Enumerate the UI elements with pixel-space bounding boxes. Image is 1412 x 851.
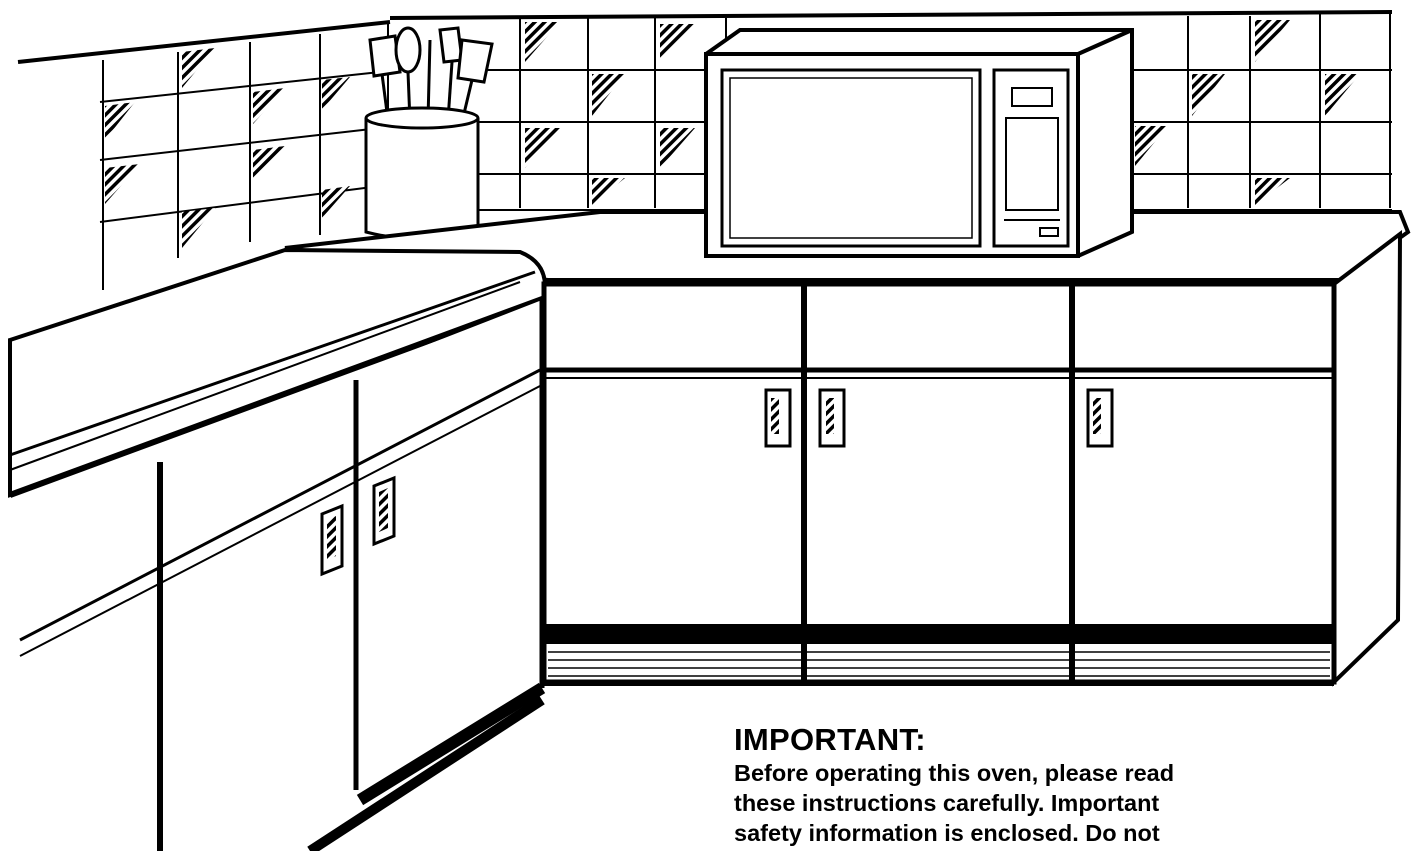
notice-body: Before operating this oven, please read … [734,758,1394,848]
important-notice: IMPORTANT: Before operating this oven, p… [734,722,1394,848]
notice-line: safety information is enclosed. Do not [734,820,1160,846]
base-cabinets-left [16,300,1334,851]
notice-heading: IMPORTANT: [734,722,926,757]
base-cabinets-right [541,229,1403,687]
microwave-oven [704,28,1134,258]
notice-line: Before operating this oven, please read [734,760,1175,786]
utensil-holder [364,26,494,241]
tile-backsplash [17,10,1393,290]
notice-line: these instructions carefully. Important [734,790,1160,816]
